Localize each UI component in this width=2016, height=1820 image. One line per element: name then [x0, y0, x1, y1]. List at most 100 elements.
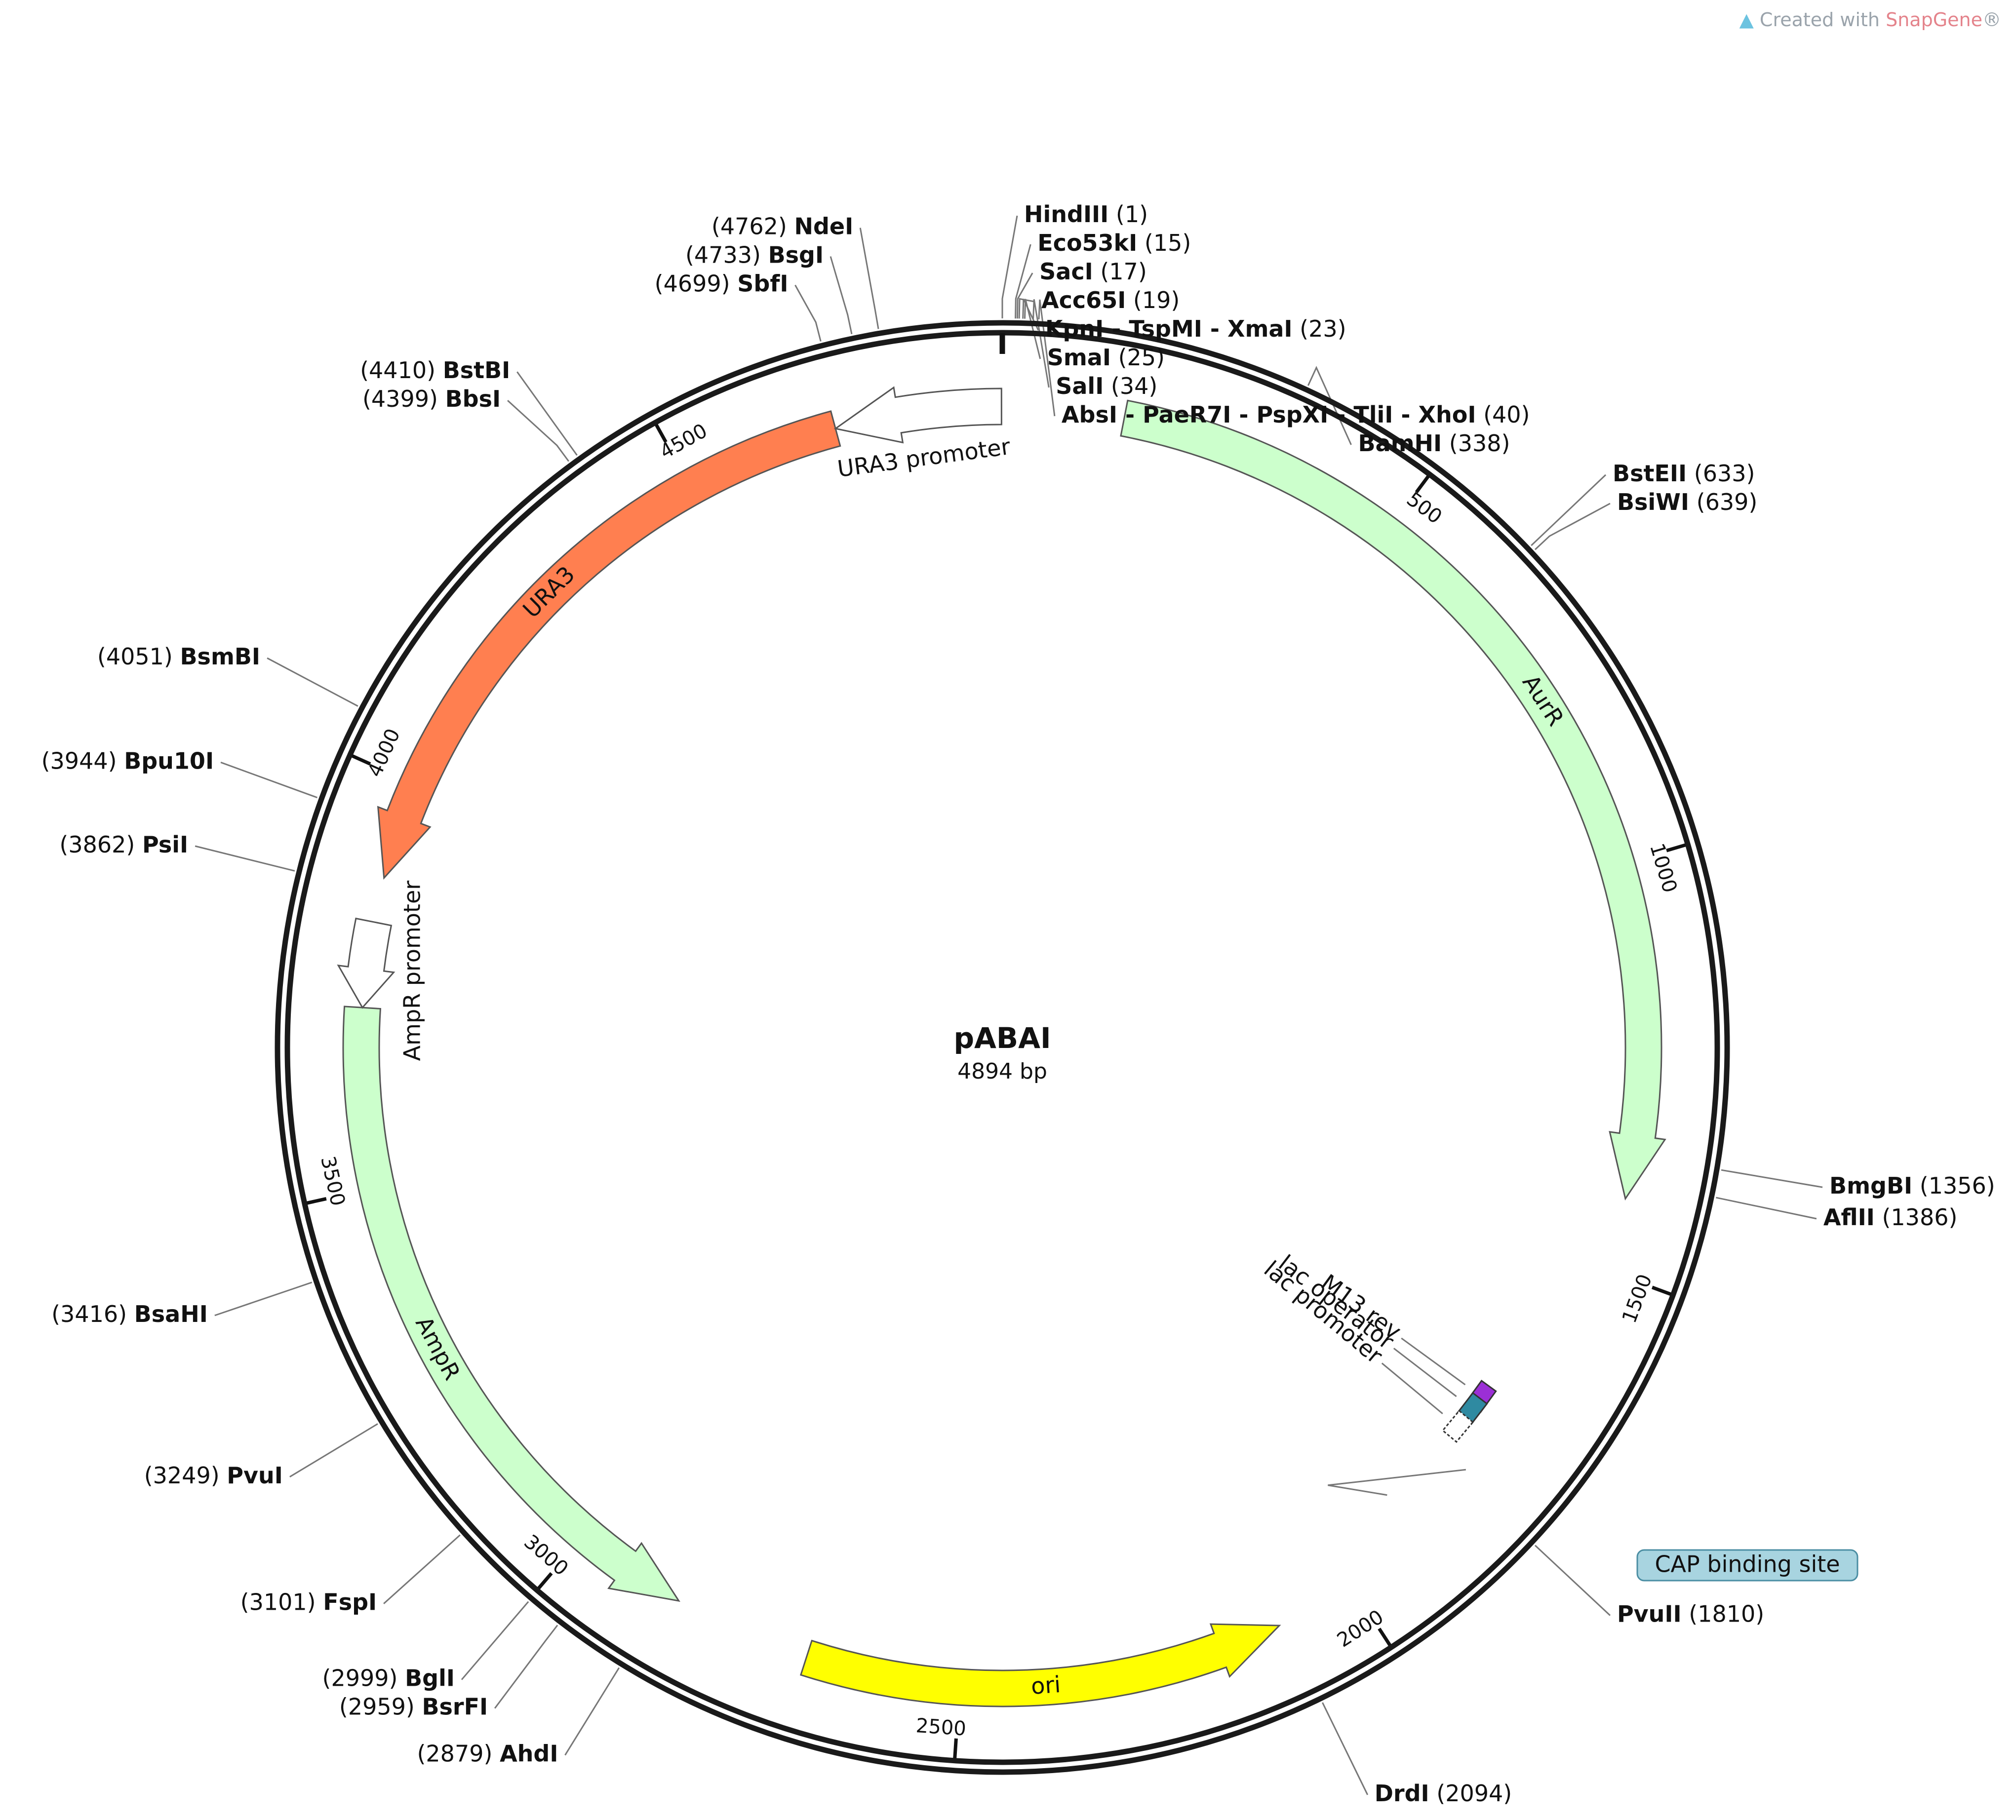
site-leader-line	[1322, 1702, 1369, 1795]
site-enzyme-name: Acc65I	[1041, 287, 1126, 313]
site-leader-line	[516, 371, 578, 456]
site-position: (34)	[1104, 373, 1157, 399]
site-leader-line	[220, 762, 317, 799]
site-enzyme-name: PvuII	[1617, 1600, 1682, 1627]
site-label: (4051) BsmBI	[97, 643, 260, 670]
site-position: (4699)	[655, 270, 738, 297]
site-leader-line	[1721, 1169, 1823, 1188]
lac-promoter-leader	[1381, 1362, 1443, 1415]
tick-mark	[352, 754, 371, 766]
site-label: BsiWI (639)	[1617, 488, 1757, 515]
site-enzyme-name: BbsI	[445, 386, 501, 412]
ampR-promoter-arrow	[337, 917, 395, 1009]
site-label: Acc65I (19)	[1041, 287, 1180, 313]
site-label: KpnI - TspMI - XmaI (23)	[1045, 315, 1346, 342]
site-label: Eco53kI (15)	[1037, 230, 1191, 256]
site-position: (25)	[1111, 344, 1165, 371]
site-enzyme-name: FspI	[323, 1588, 377, 1615]
feature-lac-promoter: lac promoter	[1259, 1255, 1474, 1443]
site-position: (639)	[1689, 488, 1757, 515]
site-enzyme-name: KpnI - TspMI - XmaI	[1045, 315, 1293, 342]
cap-binding-site-box	[1636, 1549, 1858, 1582]
site-label: (4699) SbfI	[655, 270, 789, 297]
site-leader-line	[1716, 1197, 1817, 1220]
site-enzyme-name: SacI	[1039, 258, 1093, 285]
backbone-inner-strand	[284, 330, 1720, 1765]
site-enzyme-name: BstBI	[443, 357, 511, 384]
watermark-prefix: Created with	[1759, 9, 1886, 31]
site-leader-line	[1024, 299, 1041, 359]
plasmid-name: pABAI	[953, 1021, 1051, 1055]
plasmid-backbone	[275, 320, 1730, 1775]
site-label: DrdI (2094)	[1375, 1780, 1512, 1806]
site-position: (2879)	[417, 1740, 500, 1767]
lac-promoter-glyph	[1441, 1409, 1474, 1443]
site-enzyme-name: BamHI	[1358, 430, 1442, 457]
site-position: (40)	[1476, 401, 1530, 428]
site-leader-line	[1534, 503, 1611, 550]
site-position: (1386)	[1875, 1203, 1958, 1230]
ura3-promoter-arrow	[833, 386, 1002, 444]
site-position: (3944)	[41, 747, 124, 774]
feature-ampR: AmpR	[342, 1006, 680, 1602]
plasmid-center-title: pABAI 4894 bp	[953, 1021, 1051, 1084]
feature-ori: ori	[799, 1623, 1281, 1707]
tick-label: 1500	[1618, 1271, 1657, 1326]
tick-mark	[1666, 843, 1686, 852]
site-enzyme-name: Bpu10I	[124, 747, 214, 774]
site-position: (338)	[1442, 430, 1510, 457]
site-label: (4762) NdeI	[712, 213, 853, 239]
site-leader-line	[794, 284, 822, 342]
site-position: (23)	[1293, 315, 1346, 342]
ori-label: ori	[1030, 1671, 1061, 1700]
feature-ampR-promoter: AmpR promoter	[337, 881, 426, 1061]
watermark-brand: SnapGene	[1886, 9, 1982, 31]
site-position: (4051)	[97, 643, 180, 670]
feature-aurR: AurR	[1120, 399, 1666, 1201]
site-leader-line	[289, 1423, 378, 1478]
site-leader-line	[830, 256, 853, 335]
snapgene-watermark: ▲ Created with SnapGene®	[1739, 9, 2001, 31]
aurR-arrow	[1120, 399, 1666, 1201]
site-position: (3249)	[144, 1462, 227, 1488]
site-enzyme-name: BsaHI	[134, 1300, 208, 1327]
watermark-suffix: ®	[1982, 9, 2001, 31]
site-leader-line	[1032, 299, 1050, 388]
watermark-logo-icon: ▲	[1739, 9, 1754, 31]
site-label: (3944) Bpu10I	[41, 747, 214, 774]
site-leader-line	[1534, 1545, 1611, 1616]
tick-mark	[655, 424, 668, 443]
site-leader-line	[1018, 298, 1035, 319]
ampR-promoter-label: AmpR promoter	[399, 881, 426, 1061]
m13-rev-leader	[1401, 1337, 1466, 1386]
lac-operator-leader	[1393, 1348, 1457, 1397]
site-label: (2959) BsrFI	[339, 1693, 488, 1720]
plasmid-length: 4894 bp	[957, 1059, 1047, 1084]
site-leader-line	[859, 228, 879, 329]
site-leader-line	[1531, 474, 1607, 546]
ura3-promoter-label: URA3 promoter	[836, 433, 1012, 482]
site-leader-line	[1022, 298, 1039, 331]
site-label: (4733) BsgI	[685, 241, 824, 268]
site-enzyme-name: NdeI	[794, 213, 853, 239]
site-label: (3101) FspI	[240, 1588, 377, 1615]
site-position: (3101)	[240, 1588, 323, 1615]
site-leader-lines	[195, 215, 1823, 1795]
ura3-arrow	[377, 410, 841, 880]
tick-label: 4500	[656, 420, 711, 464]
site-position: (1356)	[1912, 1172, 1995, 1199]
site-position: (2959)	[339, 1693, 422, 1720]
site-enzyme-name: SbfI	[737, 270, 788, 297]
site-leader-line	[461, 1601, 529, 1680]
backbone-outer-strand	[275, 320, 1730, 1775]
cap-leader-line	[1328, 1469, 1466, 1496]
tick-mark	[953, 1738, 958, 1759]
site-position: (19)	[1126, 287, 1180, 313]
feature-lac-operator: lac operator	[1274, 1249, 1488, 1426]
site-label: SmaI (25)	[1047, 344, 1165, 371]
site-label: (2879) AhdI	[417, 1740, 558, 1767]
site-enzyme-name: SalI	[1056, 373, 1104, 399]
site-enzyme-name: PsiI	[142, 831, 188, 857]
cap-binding-site-label: CAP binding site	[1655, 1551, 1840, 1578]
